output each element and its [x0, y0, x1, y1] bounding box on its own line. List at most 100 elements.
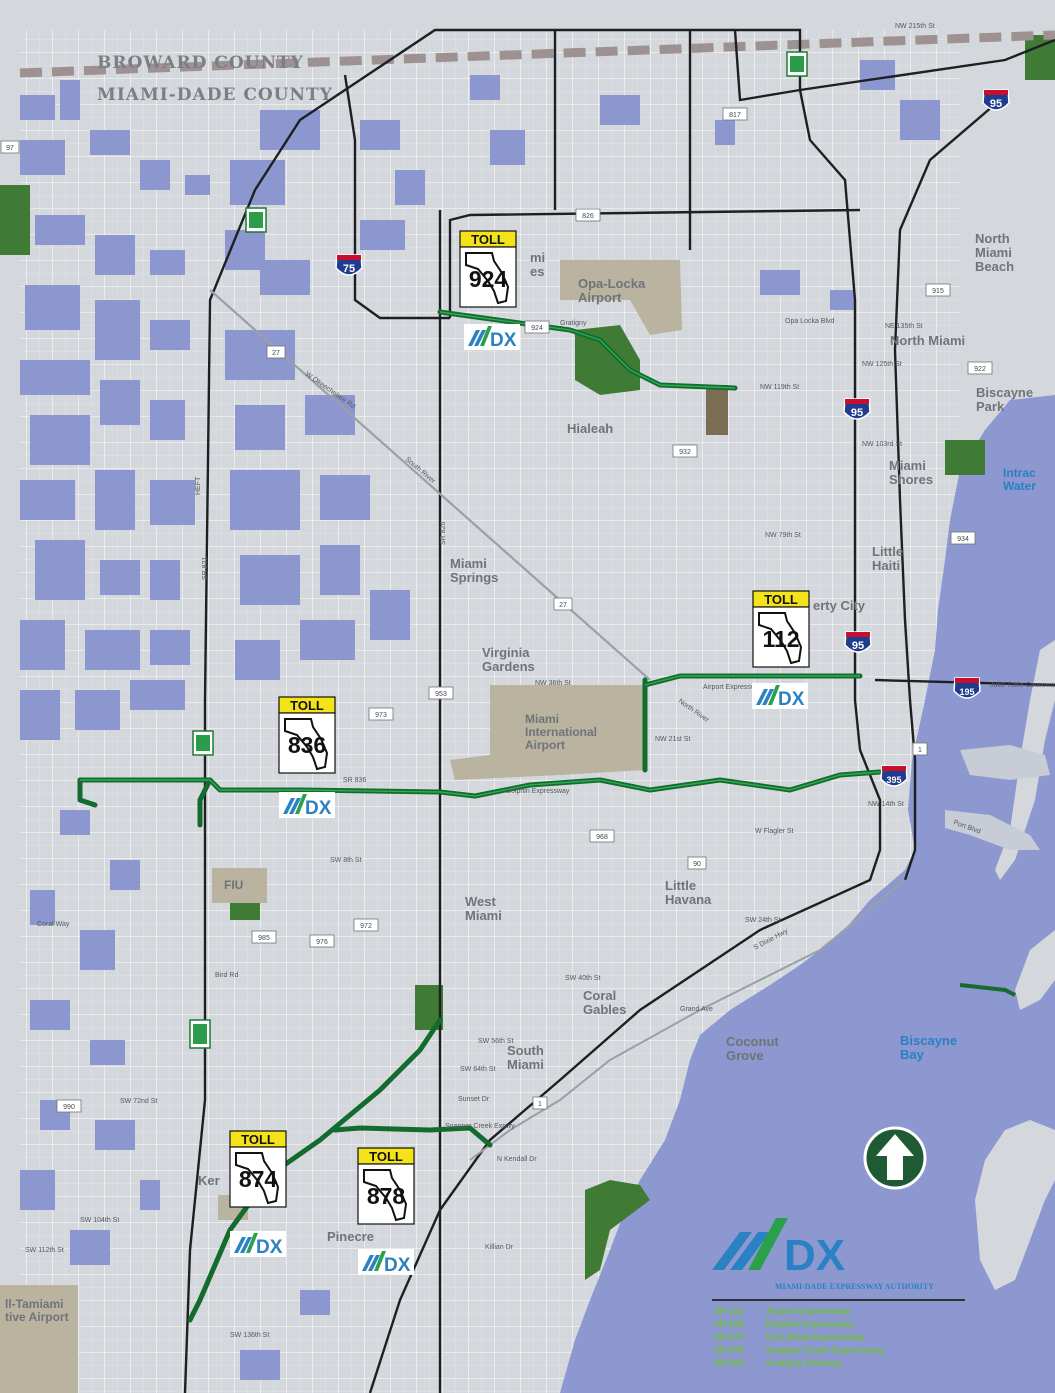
interstate-shield-i75: 75: [335, 254, 363, 276]
route-marker-1: 1: [532, 1096, 548, 1110]
legend-name: Don Shula Expressway: [766, 1332, 865, 1342]
toll-route-number: 924: [469, 266, 508, 292]
park-biscayne-park: [945, 440, 985, 475]
interstate-number: 75: [343, 263, 355, 275]
street-label-nw-21st: NW 21st St: [655, 736, 690, 743]
matheson-park: [585, 1180, 650, 1280]
place-line: Miami: [525, 712, 559, 726]
place-line: Miami: [507, 1057, 544, 1072]
dixie-highway: [469, 879, 906, 1161]
street-label-nw-125th: NW 125th St: [862, 361, 902, 368]
place-line: Havana: [665, 892, 712, 907]
street-label-sw-56th: SW 56th St: [478, 1038, 513, 1045]
mdx-badge: DX: [464, 324, 520, 351]
route-number: 990: [63, 1104, 75, 1111]
toll-924-shield: TOLL 924: [459, 230, 517, 308]
interstate-shield-i195: 195: [953, 677, 981, 699]
street-label-killian-dr: Killian Dr: [485, 1244, 514, 1251]
route-markers: 8178262727915922932934924953973968909729…: [0, 107, 993, 1113]
place-line: Little: [665, 878, 696, 893]
street-label-sw-64th: SW 64th St: [460, 1066, 495, 1073]
mdx-badge: DX: [230, 1231, 286, 1258]
legend-authority: MIAMI-DADE EXPRESSWAY AUTHORITY: [775, 1282, 934, 1291]
street-label-sr826: SR 826: [440, 522, 447, 545]
route-marker-1: 1: [912, 742, 928, 756]
route-marker-990: 990: [56, 1099, 82, 1113]
key-biscayne: [975, 1120, 1055, 1290]
route-number: 922: [974, 366, 986, 373]
street-label-coral-way: Coral Way: [37, 921, 70, 928]
place-kendall: Ker: [198, 1173, 220, 1188]
route-marker-922: 922: [967, 361, 993, 375]
place-line: erty City: [813, 598, 866, 613]
place-line: North: [975, 231, 1010, 246]
broward-county-label: BROWARD COUNTY: [97, 53, 304, 73]
legend-route: SR 878: [714, 1345, 744, 1355]
legend: DX MIAMI-DADE EXPRESSWAY AUTHORITY SR 11…: [712, 1218, 965, 1368]
route-marker-27: 27: [553, 597, 573, 611]
street-label-nw-36th: NW 36th St: [535, 680, 571, 687]
street-label-sw-40th: SW 40th St: [565, 975, 600, 982]
development-blocks: [20, 60, 940, 1380]
street-label-sw-136th: SW 136th St: [230, 1332, 269, 1339]
place-hialeah: Hialeah: [567, 421, 613, 436]
place-line: Gardens: [482, 659, 535, 674]
place-line: Miami: [975, 245, 1012, 260]
place-line: North Miami: [890, 333, 965, 348]
interstate-shield-i395: 395: [880, 765, 908, 787]
interstate-number: 395: [886, 775, 901, 785]
place-liberty-city: erty City: [813, 598, 866, 613]
street-label-w-flagler: W Flagler St: [755, 828, 794, 835]
toll-route-number: 836: [288, 732, 326, 758]
street-label-sw-104th: SW 104th St: [80, 1217, 119, 1224]
street-label-ne-135th: NE 135th St: [885, 323, 923, 330]
place-line: Coral: [583, 988, 616, 1003]
mdx-badge-text: DX: [778, 689, 805, 710]
street-label-bird-rd: Bird Rd: [215, 972, 238, 979]
route-marker-953: 953: [428, 686, 454, 700]
route-number: 932: [679, 449, 691, 456]
route-marker-817: 817: [722, 107, 748, 121]
interstate-number: 95: [851, 407, 863, 419]
toll-label: TOLL: [764, 592, 798, 607]
place-line: Opa-Locka: [578, 276, 646, 291]
route-number: 968: [596, 834, 608, 841]
route-number: 934: [957, 536, 969, 543]
virginia-key: [1015, 930, 1055, 1010]
street-label-n-kendall: N Kendall Dr: [497, 1156, 537, 1163]
place-line: South: [507, 1043, 544, 1058]
mdx-badge-text: DX: [384, 1255, 411, 1276]
place-pinecrest: Pinecre: [327, 1229, 374, 1244]
place-line: Haiti: [872, 558, 900, 573]
place-line: Ker: [198, 1173, 220, 1188]
place-line: Airport: [578, 290, 622, 305]
interstate-shield-i95-north: 95: [982, 89, 1010, 111]
place-line: Beach: [975, 259, 1014, 274]
street-label-nw-215th: NW 215th St: [895, 23, 935, 30]
place-line: Grove: [726, 1048, 764, 1063]
street-label-sw-24th: SW 24th St: [745, 917, 780, 924]
street-label-sw-112th: SW 112th St: [25, 1247, 64, 1254]
mdx-badge-text: DX: [256, 1237, 283, 1258]
toll-label: TOLL: [471, 232, 505, 247]
interstate-number: 95: [852, 640, 864, 652]
street-label-nw-103rd: NW 103rd St: [862, 441, 902, 448]
place-line: Park: [976, 399, 1005, 414]
park-amelia-earhart: [575, 325, 640, 395]
legend-route: SR 112: [714, 1306, 744, 1316]
legend-logo-text: DX: [784, 1231, 845, 1280]
interstate-number: 95: [990, 98, 1002, 110]
interstate-shields: 95 75 95 95 195 395: [335, 89, 1010, 787]
